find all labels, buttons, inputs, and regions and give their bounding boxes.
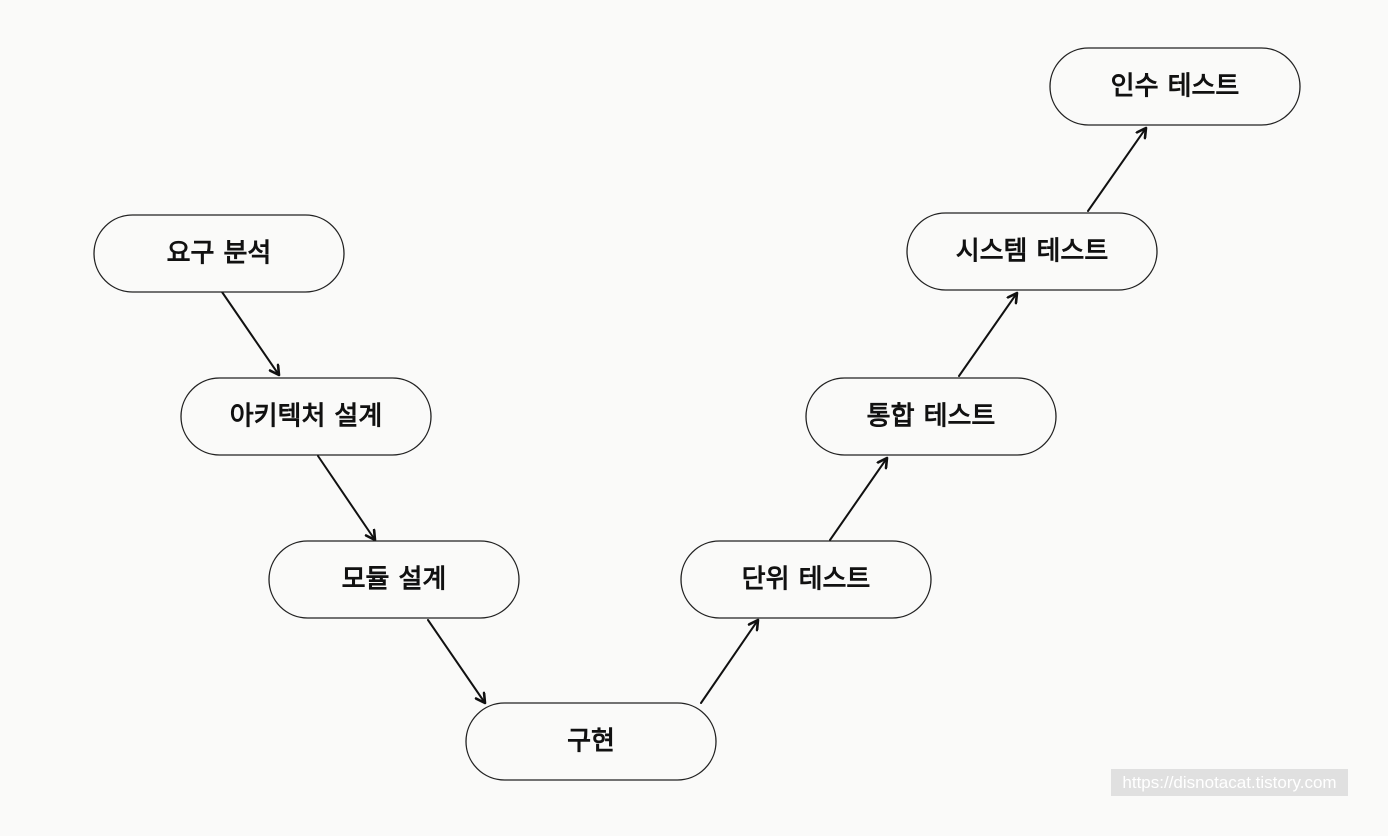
node-module-design: 모듈 설계: [268, 540, 520, 619]
nodes: 요구 분석 아키텍처 설계 모듈 설계 구현 단위 테스트 통합 테스트 시스템…: [93, 47, 1301, 781]
edges: [221, 128, 1146, 704]
node-requirements-box: [93, 214, 345, 293]
node-acceptance-test-box: [1049, 47, 1301, 126]
node-unit-test-box: [680, 540, 932, 619]
node-architecture-label: 아키텍처 설계: [230, 402, 383, 432]
node-requirements-label: 요구 분석: [167, 239, 272, 269]
node-module-design-label: 모듈 설계: [342, 565, 447, 595]
watermark: https://disnotacat.tistory.com: [1111, 769, 1348, 796]
edge-system-test-to-acceptance-test: [1087, 128, 1146, 212]
node-implementation-box: [465, 702, 717, 781]
node-system-test-label: 시스템 테스트: [956, 237, 1109, 267]
node-acceptance-test-label: 인수 테스트: [1111, 72, 1240, 102]
node-architecture-box: [180, 377, 432, 456]
edge-integration-test-to-system-test: [958, 293, 1017, 377]
node-system-test-box: [906, 212, 1158, 291]
node-integration-test: 통합 테스트: [805, 377, 1057, 456]
edge-architecture-to-module-design: [317, 455, 375, 540]
node-requirements: 요구 분석: [93, 214, 345, 293]
edge-requirements-to-architecture: [221, 291, 279, 375]
edge-module-design-to-implementation: [427, 619, 485, 703]
node-acceptance-test: 인수 테스트: [1049, 47, 1301, 126]
node-architecture: 아키텍처 설계: [180, 377, 432, 456]
node-integration-test-box: [805, 377, 1057, 456]
edge-implementation-to-unit-test: [700, 620, 758, 704]
node-unit-test: 단위 테스트: [680, 540, 932, 619]
node-integration-test-label: 통합 테스트: [867, 402, 996, 432]
node-implementation: 구현: [465, 702, 717, 781]
node-module-design-box: [268, 540, 520, 619]
node-implementation-label: 구현: [567, 727, 615, 757]
edge-unit-test-to-integration-test: [829, 458, 887, 541]
node-unit-test-label: 단위 테스트: [742, 565, 871, 595]
node-system-test: 시스템 테스트: [906, 212, 1158, 291]
